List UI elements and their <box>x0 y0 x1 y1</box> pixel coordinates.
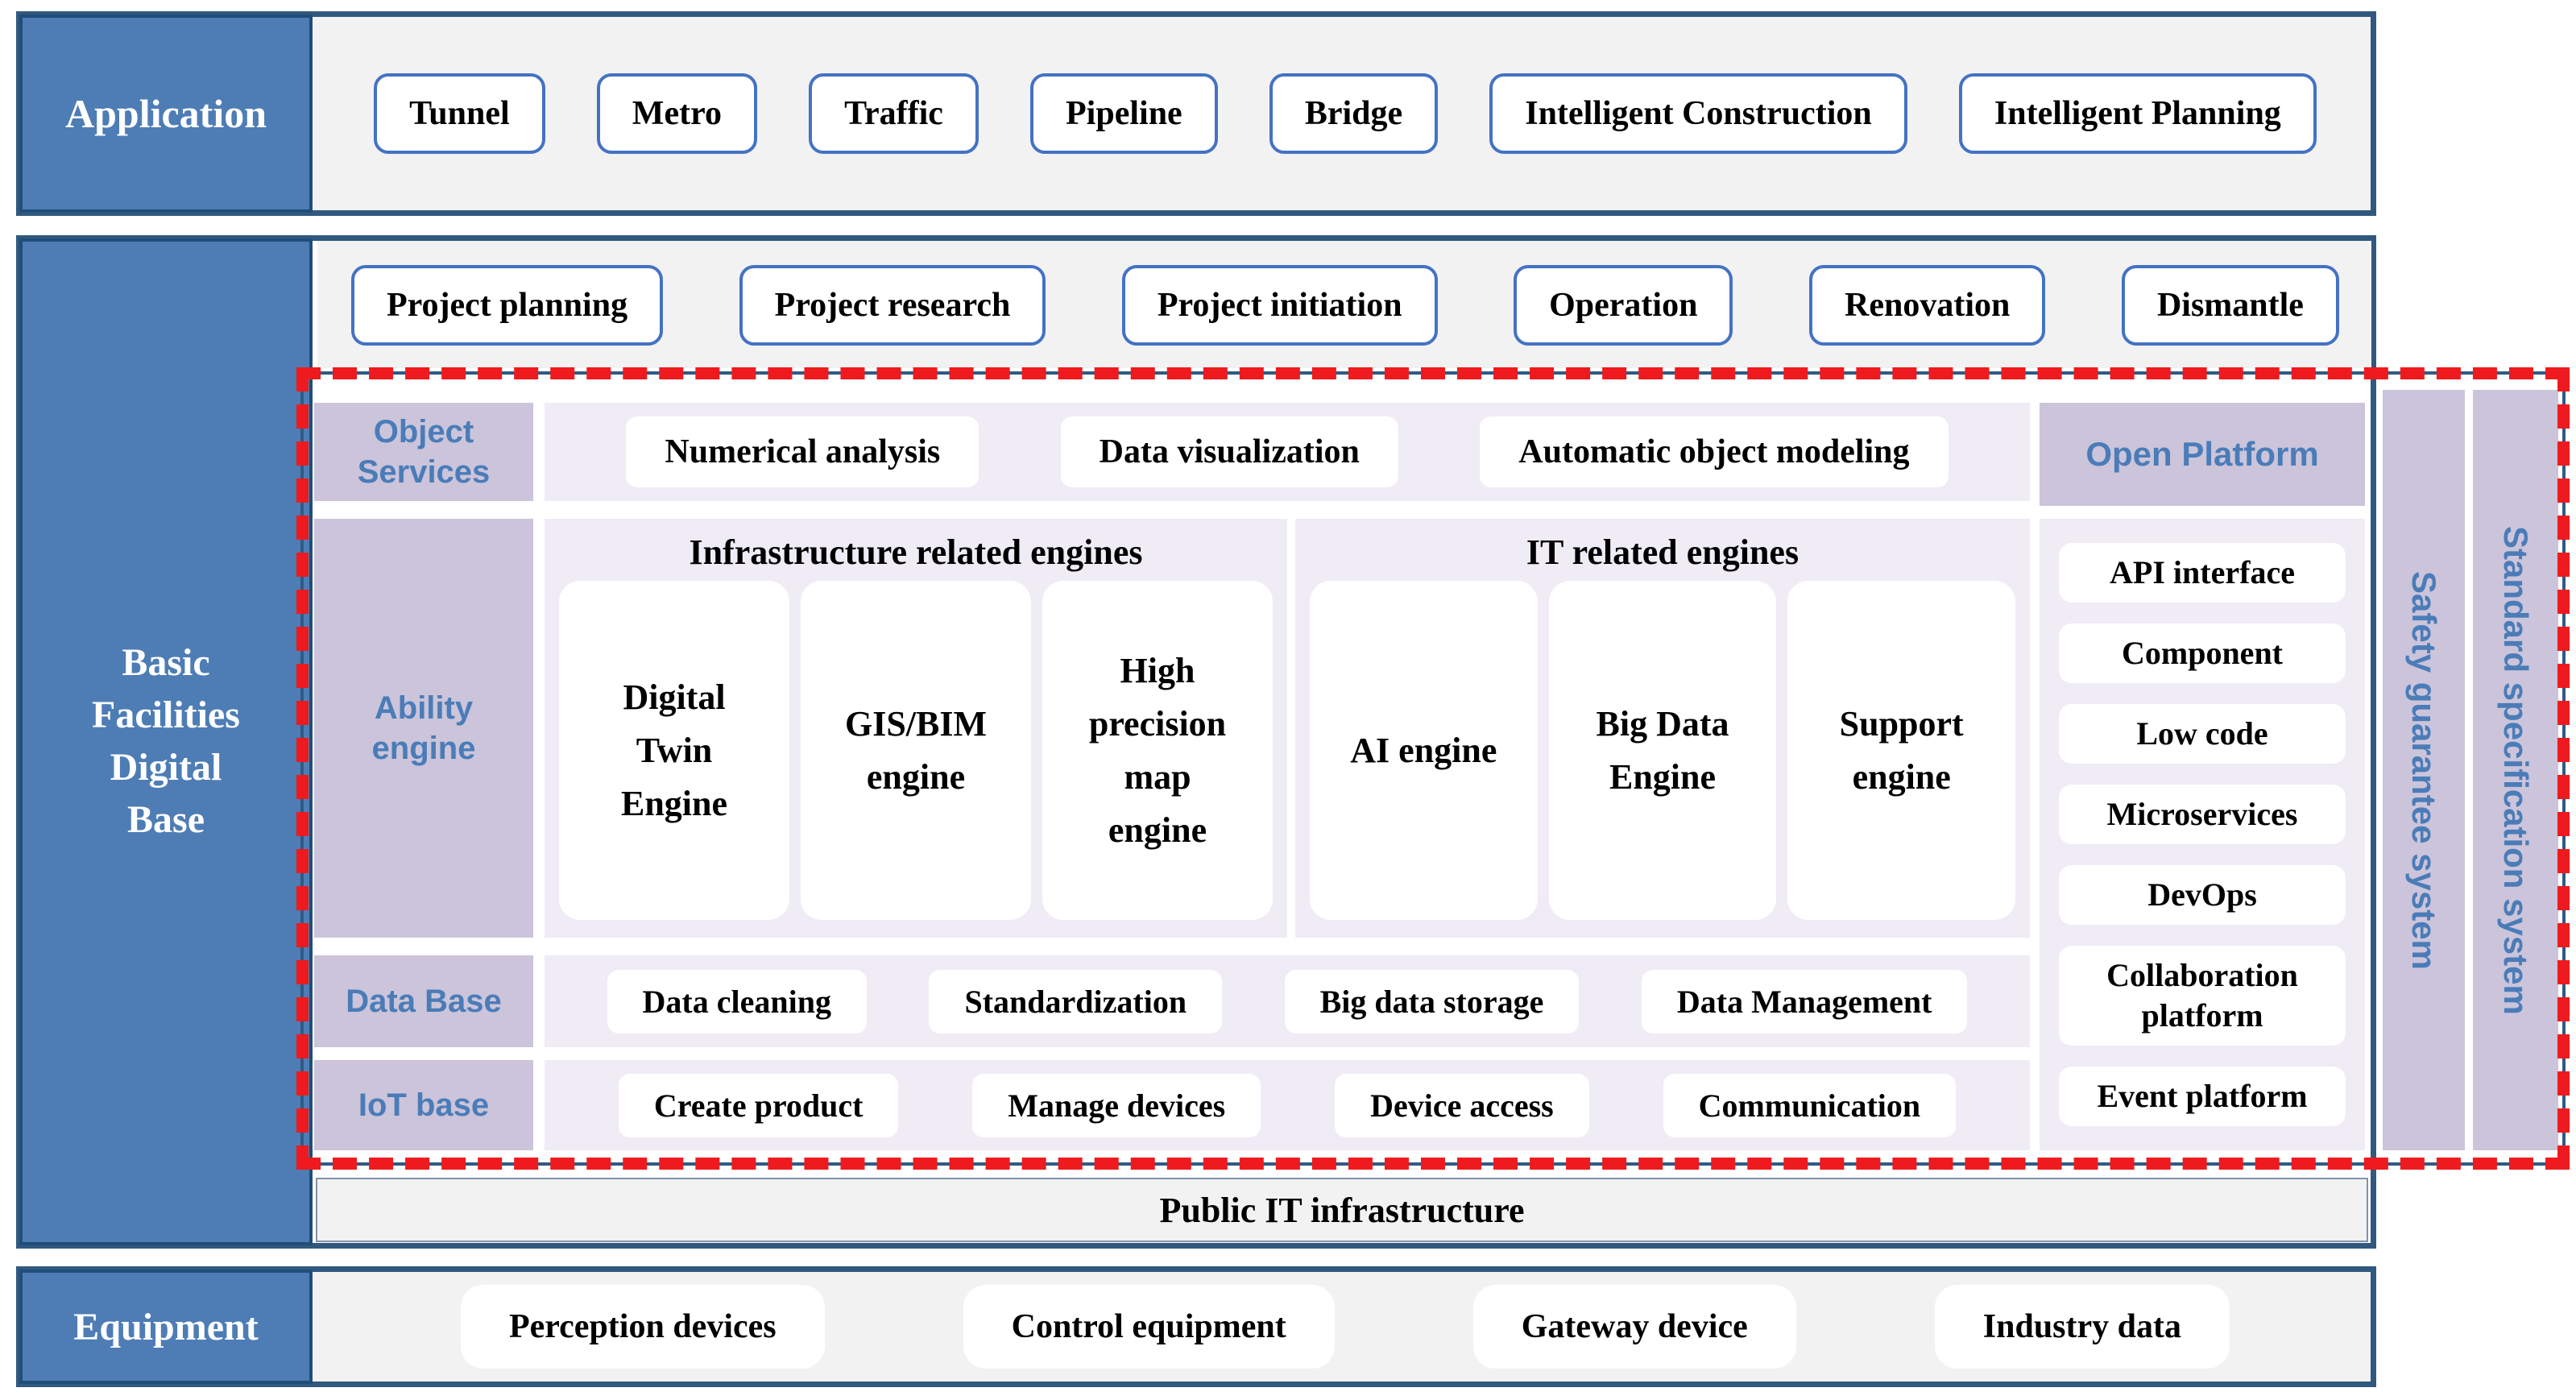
safety-guarantee-system-text: Safety guarantee system <box>2405 570 2443 970</box>
standard-specification-system-text: Standard specification system <box>2497 525 2535 1015</box>
iot-base-item: Manage devices <box>972 1073 1261 1137</box>
equipment-item: Control equipment <box>963 1285 1335 1369</box>
application-layer-label: Application <box>19 14 313 213</box>
engine-card: Support engine <box>1787 581 2016 920</box>
object-services-label-text: Object Services <box>357 414 491 490</box>
open-platform-label: Open Platform <box>2040 403 2365 506</box>
ability-engine-label-text: Ability engine <box>371 690 476 766</box>
lifecycle-item: Renovation <box>1809 265 2046 346</box>
ability-engine-label: Ability engine <box>314 519 533 938</box>
object-service-item: Numerical analysis <box>626 416 979 487</box>
iot-base-row: Create product Manage devices Device acces… <box>545 1060 2030 1150</box>
safety-guarantee-system-bar: Safety guarantee system <box>2383 390 2465 1150</box>
infrastructure-engines-group: Infrastructure related engines Digital T… <box>545 519 1287 938</box>
data-base-item: Data cleaning <box>607 969 867 1034</box>
open-platform-item: Low code <box>2059 704 2346 764</box>
open-platform-item: Collaboration platform <box>2059 946 2346 1046</box>
data-base-label-text: Data Base <box>346 984 502 1019</box>
equipment-items-row: Perception devices Control equipment Gatew… <box>322 1274 2368 1379</box>
iot-base-label-text: IoT base <box>358 1087 490 1123</box>
standard-specification-system-bar: Standard specification system <box>2473 390 2558 1150</box>
iot-base-item: Communication <box>1663 1073 1957 1137</box>
object-service-item: Automatic object modeling <box>1480 416 1949 487</box>
iot-base-item: Create product <box>618 1073 899 1137</box>
public-it-infrastructure-text: Public IT infrastructure <box>1159 1190 1525 1230</box>
application-item: Intelligent Construction <box>1489 73 1907 154</box>
equipment-item: Perception devices <box>460 1285 825 1369</box>
open-platform-item: Event platform <box>2059 1067 2346 1126</box>
iot-base-label: IoT base <box>314 1060 533 1150</box>
application-item: Intelligent Planning <box>1958 73 2317 154</box>
it-engines-title: IT related engines <box>1526 532 1799 572</box>
data-base-item: Data Management <box>1641 969 1968 1034</box>
open-platform-item: Microservices <box>2059 785 2346 844</box>
engine-card: AI engine <box>1310 581 1538 920</box>
engine-card: GIS/BIM engine <box>801 581 1031 920</box>
data-base-item: Big data storage <box>1284 969 1580 1034</box>
data-base-row: Data cleaning Standardization Big data sto… <box>545 955 2030 1047</box>
data-base-label: Data Base <box>314 955 533 1047</box>
engine-card: Digital Twin Engine <box>559 581 789 920</box>
application-item: Traffic <box>809 73 979 154</box>
iot-base-item: Device access <box>1335 1073 1589 1137</box>
data-base-item: Standardization <box>929 969 1223 1034</box>
open-platform-item: DevOps <box>2059 865 2346 925</box>
lifecycle-item: Project research <box>739 265 1046 346</box>
digital-base-label-line: Facilities <box>92 694 240 737</box>
digital-base-label-line: Base <box>127 797 205 841</box>
digital-base-label-line: Basic <box>122 641 210 685</box>
application-layer-label-text: Application <box>64 91 267 136</box>
public-it-infrastructure-bar: Public IT infrastructure <box>316 1178 2368 1242</box>
lifecycle-item: Project initiation <box>1121 265 1438 346</box>
equipment-item: Industry data <box>1934 1285 2230 1369</box>
object-services-row: Numerical analysis Data visualization Auto… <box>545 403 2030 501</box>
object-services-label: Object Services <box>314 403 533 501</box>
engine-card: High precision map engine <box>1042 581 1273 920</box>
lifecycle-item: Operation <box>1514 265 1733 346</box>
application-item: Pipeline <box>1030 73 1218 154</box>
application-item: Bridge <box>1269 73 1439 154</box>
infrastructure-engines-title: Infrastructure related engines <box>689 532 1143 572</box>
lifecycle-item: Dismantle <box>2121 265 2339 346</box>
open-platform-label-text: Open Platform <box>2085 434 2319 473</box>
open-platform-item: Component <box>2059 623 2346 683</box>
digital-base-label-line: Digital <box>110 746 222 789</box>
equipment-layer-label: Equipment <box>19 1270 313 1384</box>
lifecycle-row: Project planning Project research Project … <box>322 242 2368 369</box>
engine-card: Big Data Engine <box>1548 581 1777 920</box>
application-items-row: Tunnel Metro Traffic Pipeline Bridge Intellig… <box>322 19 2368 208</box>
lifecycle-item: Project planning <box>351 265 664 346</box>
object-service-item: Data visualization <box>1060 416 1398 487</box>
application-item: Tunnel <box>374 73 545 154</box>
equipment-layer-label-text: Equipment <box>73 1305 259 1348</box>
application-item: Metro <box>596 73 757 154</box>
equipment-item: Gateway device <box>1472 1285 1796 1369</box>
open-platform-item: API interface <box>2059 543 2346 603</box>
